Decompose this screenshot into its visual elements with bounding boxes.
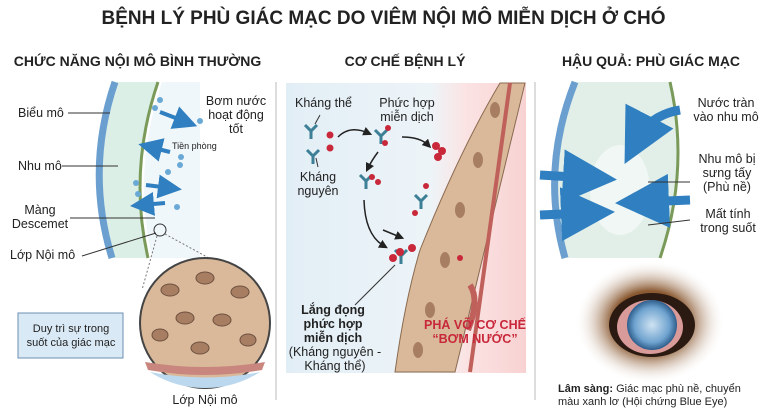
label-epithelium: Biểu mô <box>18 106 64 120</box>
label-stroma: Nhu mô <box>18 159 62 173</box>
label-stroma-swelling: Nhu mô bị sưng tấy (Phù nề) <box>698 152 756 194</box>
label-antibody: Kháng thể <box>295 96 352 110</box>
label-antigen: Kháng nguyên <box>297 170 339 198</box>
label-loss-transparency: Mất tính trong suốt <box>700 207 756 235</box>
panel-heading-result: HẬU QUẢ: PHÙ GIÁC MẠC <box>561 53 741 69</box>
panel-heading-normal: CHỨC NĂNG NỘI MÔ BÌNH THƯỜNG <box>13 53 262 69</box>
info-box-text: Duy trì sự trong suốt của giác mạc <box>26 323 116 349</box>
label-deposition: Lắng đọng phức hợp miễn dịch <box>301 303 365 345</box>
panel-heading-mechanism: CƠ CHẾ BỆNH LÝ <box>344 53 466 69</box>
normal-cornea <box>62 80 219 291</box>
pathology-mechanism <box>286 82 526 373</box>
clinical-caption-text: Giác mạc phù nề, chuyển màu xanh lơ (Hội… <box>558 383 741 408</box>
clinical-caption: Lâm sàng: Giác mạc phù nề, chuyển màu xa… <box>558 383 763 409</box>
zoom-caption: Lớp Nội mô <box>172 393 238 407</box>
label-anterior-chamber: Tiền phòng <box>172 141 217 151</box>
label-descemet: Màng Descemet <box>11 203 69 231</box>
endothelium-zoom <box>139 257 271 389</box>
dog-eye-photo <box>575 260 725 384</box>
label-endothelium: Lớp Nội mô <box>10 248 76 262</box>
info-box <box>17 312 124 359</box>
label-water-influx: Nước tràn vào nhu mô <box>693 96 759 124</box>
label-pump: Bơm nước hoạt động tốt <box>205 94 267 136</box>
label-deposition-detail: (Kháng nguyên - Kháng thể) <box>288 345 382 373</box>
edematous-cornea <box>539 80 691 259</box>
label-immune-complex: Phức hợp miễn dịch <box>379 96 435 124</box>
page-title: BỆNH LÝ PHÙ GIÁC MẠC DO VIÊM NỘI MÔ MIỄN… <box>101 8 666 29</box>
clinical-caption-label: Lâm sàng: <box>558 383 614 395</box>
label-pump-failure: PHÁ VỠ CƠ CHẾ “BƠM NƯỚC” <box>424 318 526 346</box>
